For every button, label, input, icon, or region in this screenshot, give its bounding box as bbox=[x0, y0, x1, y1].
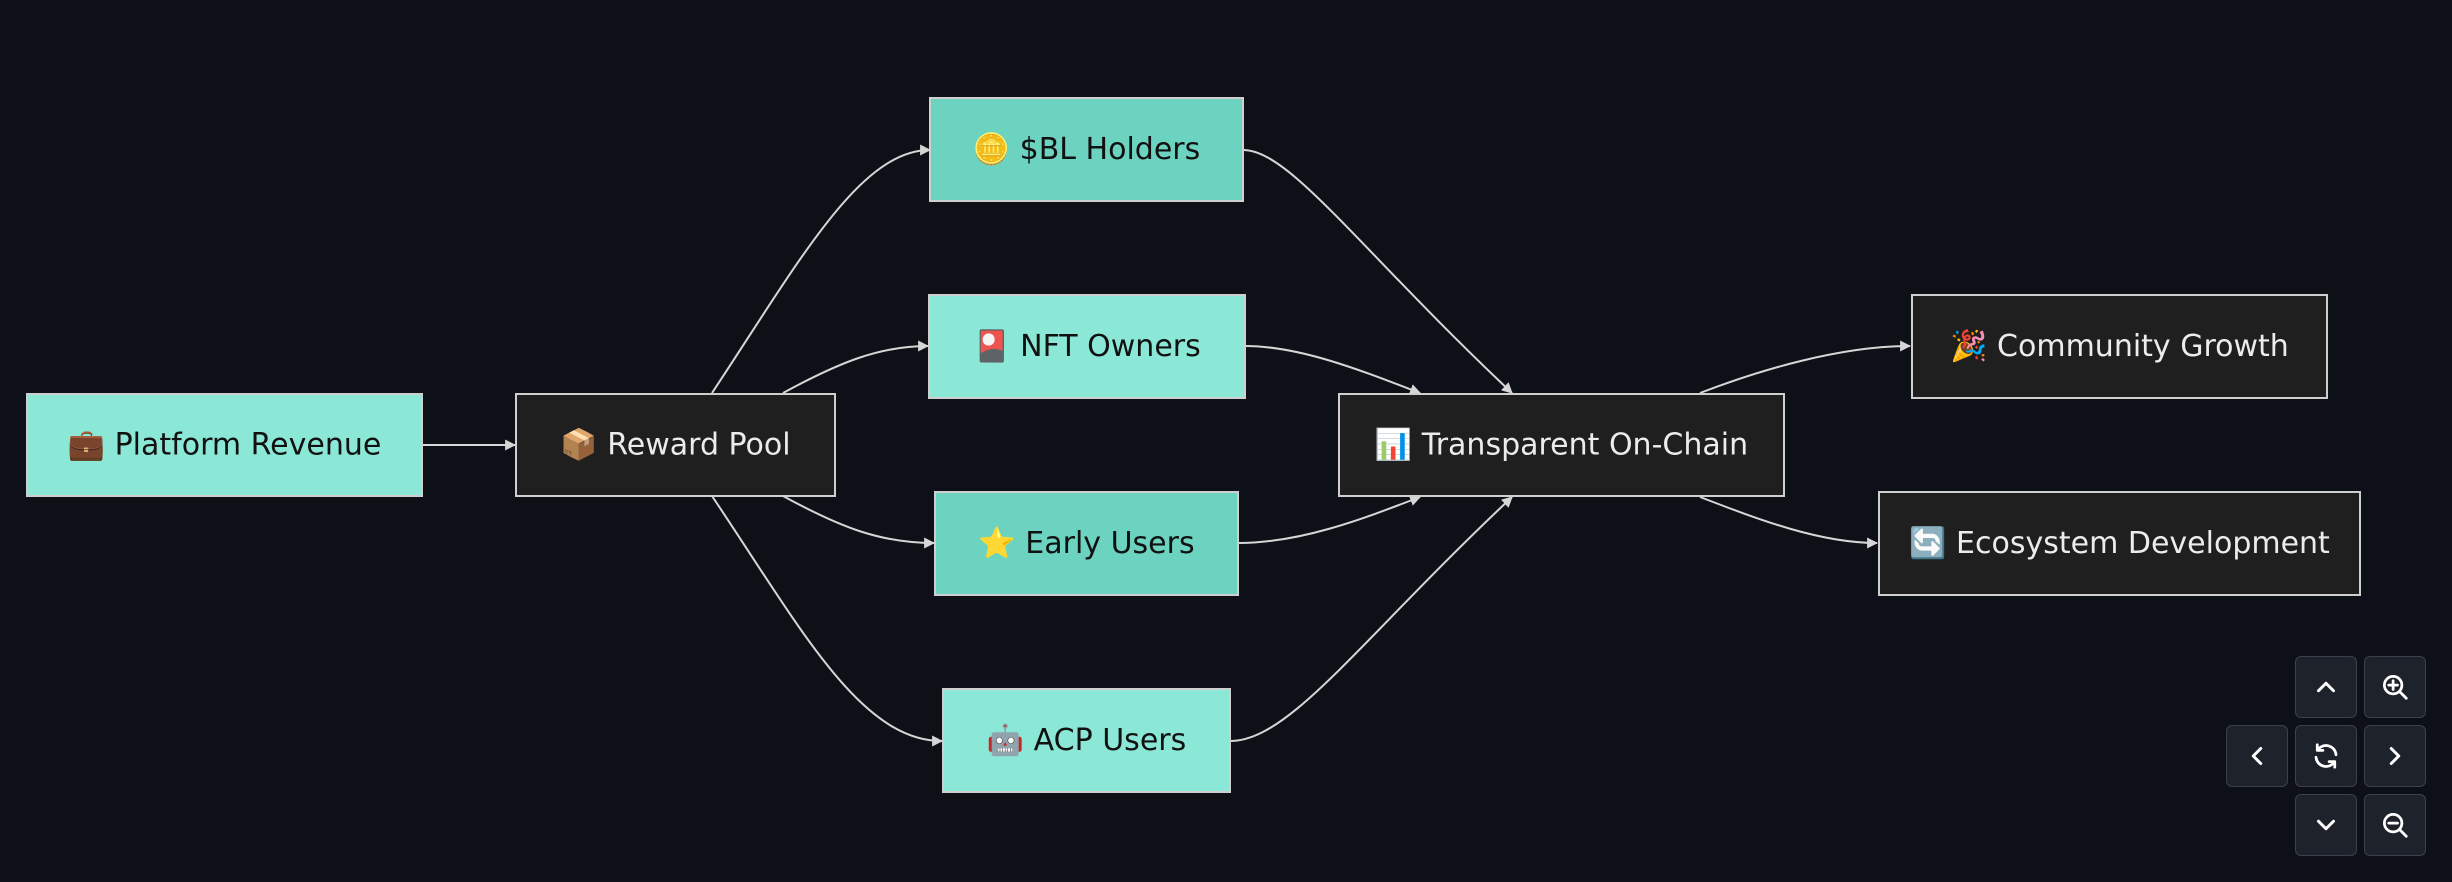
node-early-users[interactable]: ⭐ Early Users bbox=[934, 491, 1239, 596]
refresh-icon bbox=[2314, 743, 2338, 769]
reset-view-button[interactable] bbox=[2295, 725, 2357, 787]
edge-acp-users-to-transparent-onchain bbox=[1229, 496, 1513, 742]
node-bl-holders[interactable]: 🪙 $BL Holders bbox=[929, 97, 1244, 202]
zoom-out-icon bbox=[2383, 813, 2408, 838]
pan-left-button[interactable] bbox=[2226, 725, 2288, 787]
chevron-right-icon bbox=[2389, 747, 2401, 765]
node-ecosystem-development[interactable]: 🔄 Ecosystem Development bbox=[1878, 491, 2361, 596]
edge-transparent-onchain-to-community-growth bbox=[1699, 340, 1912, 394]
edge-transparent-onchain-to-ecosystem-development bbox=[1699, 496, 1879, 549]
chevron-up-icon bbox=[2317, 681, 2335, 693]
node-label: 🔄 Ecosystem Development bbox=[1909, 525, 2330, 561]
nodes-layer: 💼 Platform Revenue 📦 Reward Pool 🪙 $BL H… bbox=[26, 97, 2361, 793]
node-community-growth[interactable]: 🎉 Community Growth bbox=[1911, 294, 2328, 399]
edge-early-users-to-transparent-onchain bbox=[1237, 495, 1422, 544]
pan-up-button[interactable] bbox=[2295, 656, 2357, 718]
edge-nft-owners-to-transparent-onchain bbox=[1244, 345, 1422, 395]
zoom-out-button[interactable] bbox=[2364, 794, 2426, 856]
edge-reward-pool-to-early-users bbox=[782, 495, 936, 549]
pan-right-button[interactable] bbox=[2364, 725, 2426, 787]
edge-reward-pool-to-bl-holders bbox=[711, 144, 932, 394]
zoom-in-icon bbox=[2383, 675, 2408, 700]
node-transparent-onchain[interactable]: 📊 Transparent On-Chain bbox=[1338, 393, 1785, 497]
zoom-in-button[interactable] bbox=[2364, 656, 2426, 718]
chevron-left-icon bbox=[2251, 747, 2263, 765]
node-label: 💼 Platform Revenue bbox=[68, 428, 382, 463]
node-platform-revenue[interactable]: 💼 Platform Revenue bbox=[26, 393, 423, 497]
node-reward-pool[interactable]: 📦 Reward Pool bbox=[515, 393, 836, 497]
edges-layer bbox=[422, 144, 1912, 747]
node-label: 📦 Reward Pool bbox=[560, 427, 790, 463]
pan-down-button[interactable] bbox=[2295, 794, 2357, 856]
node-label: 📊 Transparent On-Chain bbox=[1375, 427, 1748, 463]
edge-reward-pool-to-nft-owners bbox=[782, 340, 930, 394]
node-acp-users[interactable]: 🤖 ACP Users bbox=[942, 688, 1231, 793]
node-label: 🎉 Community Growth bbox=[1950, 328, 2289, 364]
node-label: 🎴 NFT Owners bbox=[973, 328, 1201, 364]
node-label: 🤖 ACP Users bbox=[987, 722, 1186, 758]
node-label: 🪙 $BL Holders bbox=[973, 131, 1201, 167]
edge-reward-pool-to-acp-users bbox=[711, 495, 944, 747]
chevron-down-icon bbox=[2317, 819, 2335, 831]
node-label: ⭐ Early Users bbox=[978, 525, 1194, 561]
node-nft-owners[interactable]: 🎴 NFT Owners bbox=[928, 294, 1246, 399]
edge-bl-holders-to-transparent-onchain bbox=[1242, 149, 1513, 394]
